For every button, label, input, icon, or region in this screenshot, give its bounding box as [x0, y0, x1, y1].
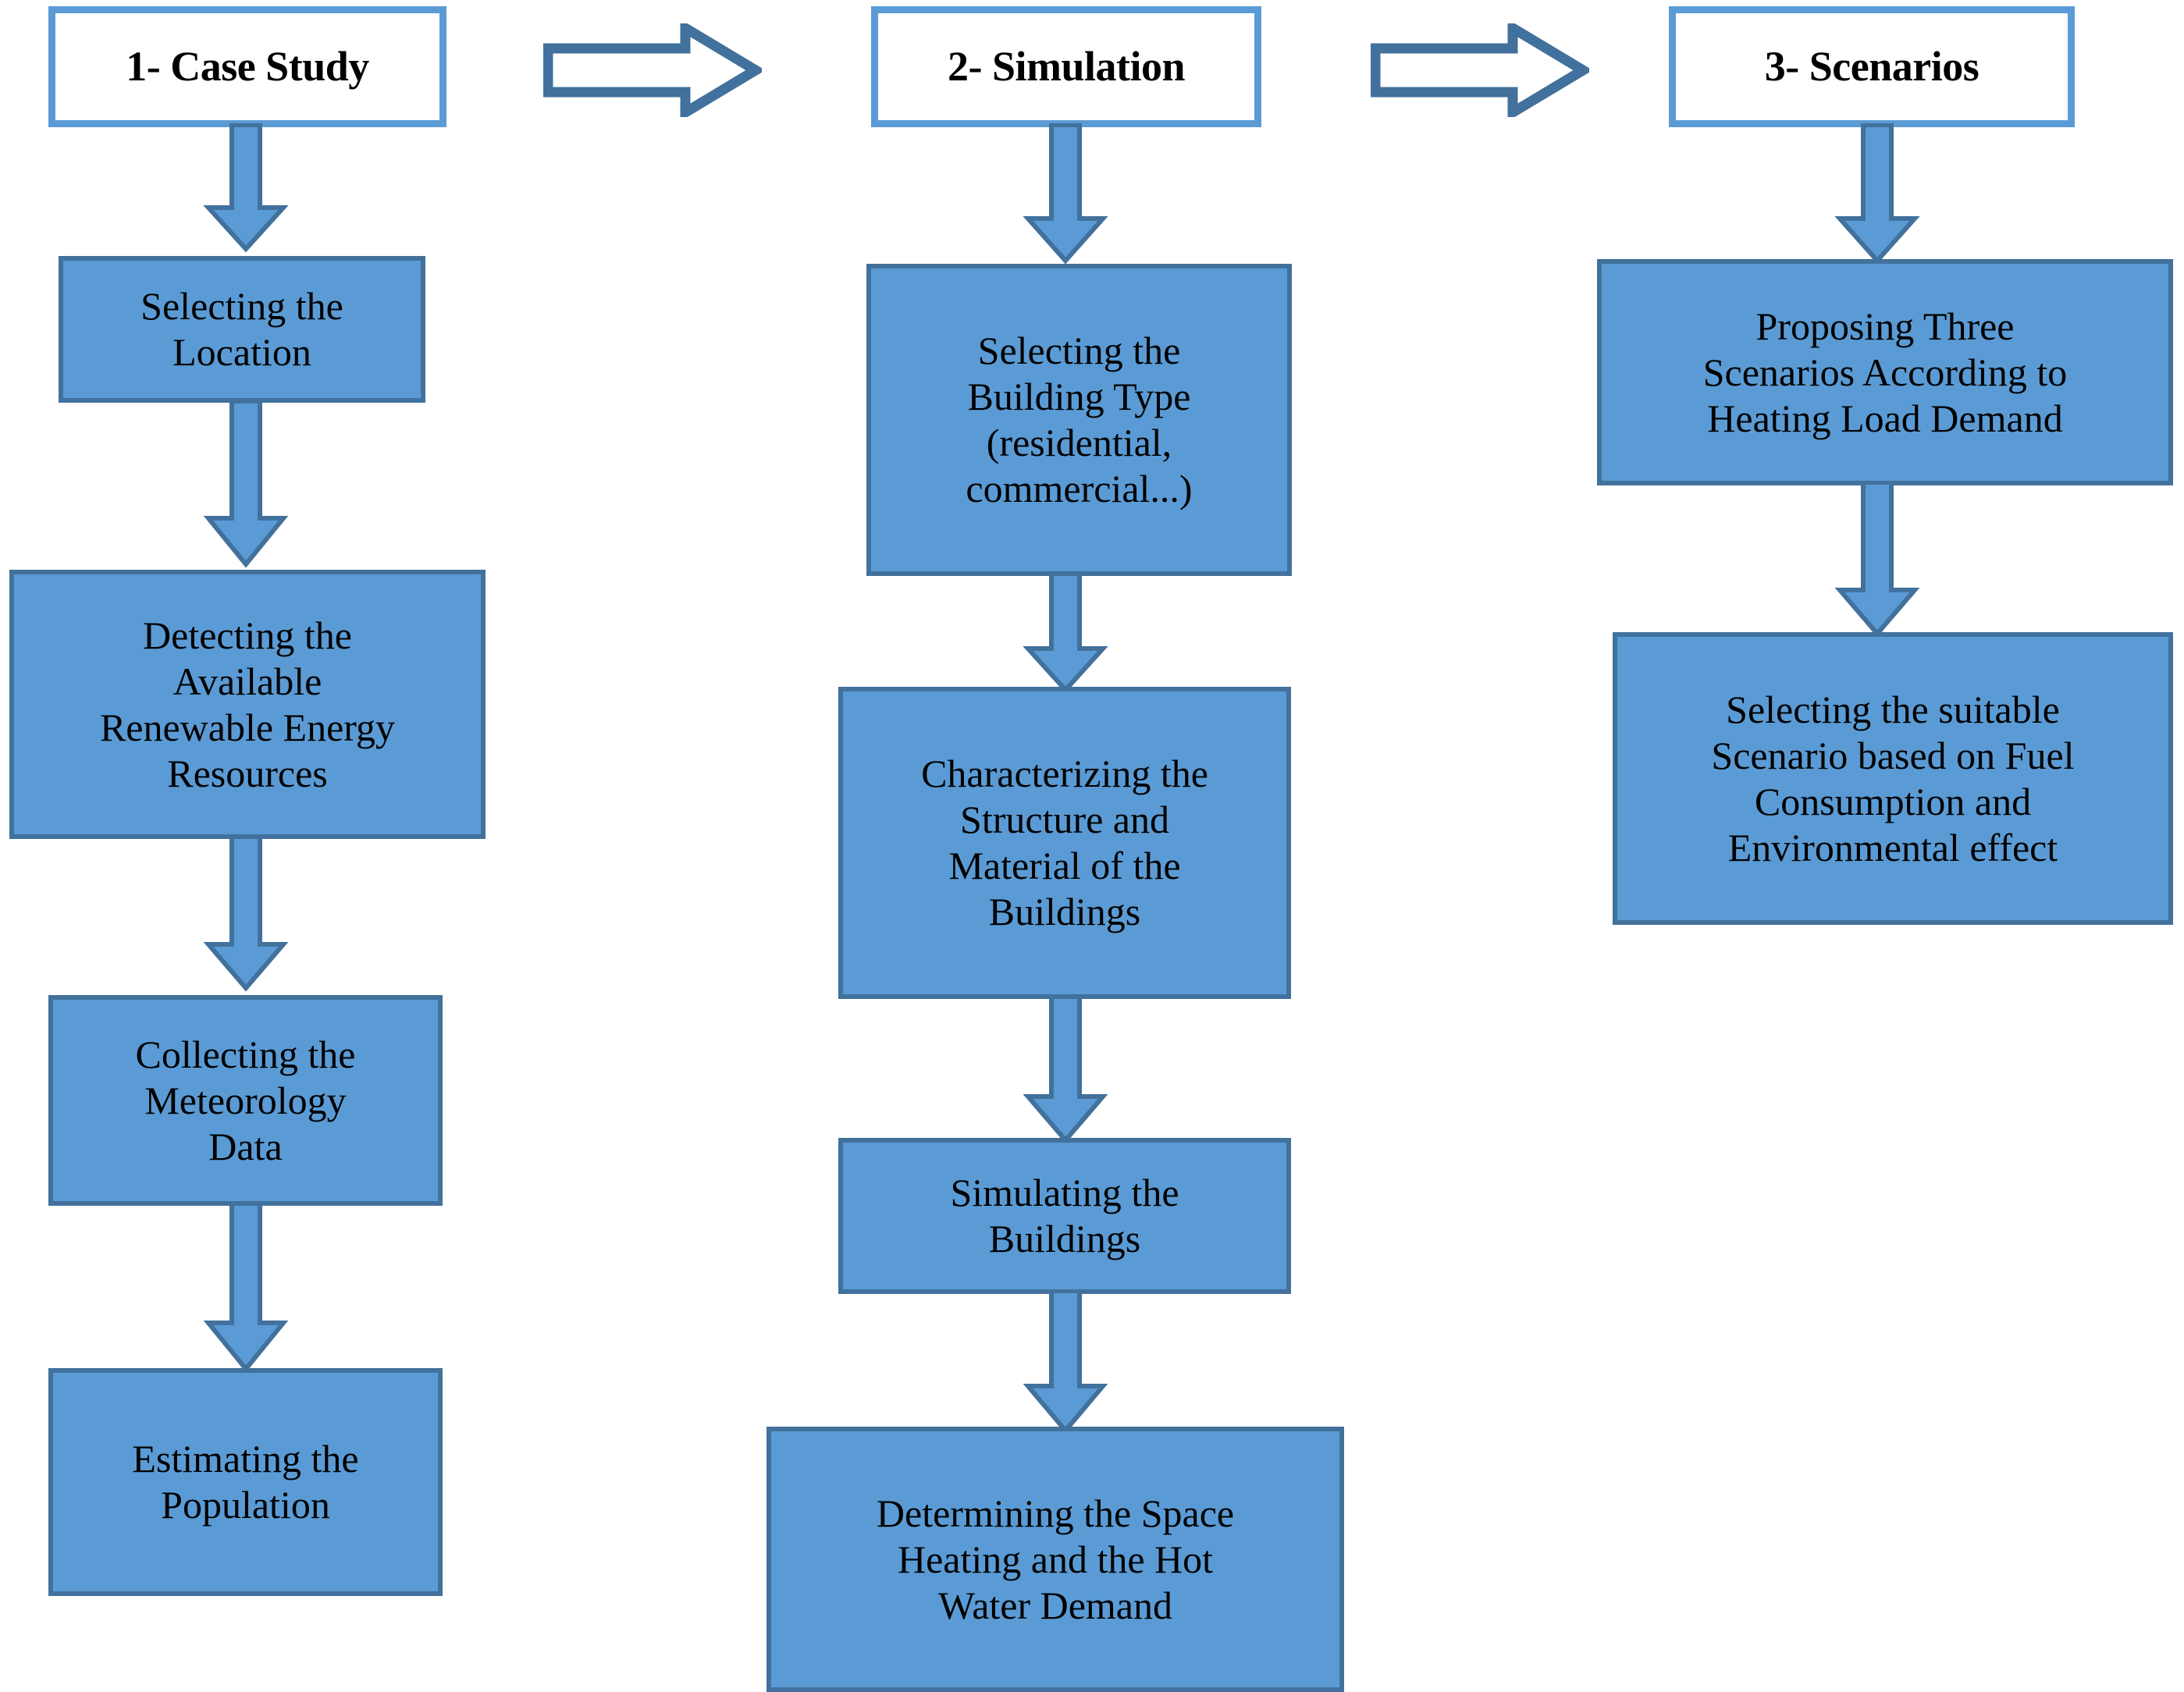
process-box-label: Detecting the Available Renewable Energy… [99, 613, 396, 795]
stage-header-case-study[interactable]: 1- Case Study [48, 6, 446, 127]
down-arrow-icon [1827, 123, 1928, 264]
stage-header-label: 3- Scenarios [1764, 43, 1979, 91]
stage-header-label: 2- Simulation [947, 43, 1186, 91]
process-box-selecting-location[interactable]: Selecting the Location [59, 256, 425, 403]
down-arrow-icon [1015, 123, 1116, 264]
process-box-label: Selecting the Location [141, 284, 343, 374]
stage-transition-arrow-1-to-2 [543, 23, 762, 117]
process-box-proposing-three-scenarios[interactable]: Proposing Three Scenarios According to H… [1597, 259, 2173, 485]
down-arrow-icon [1015, 1289, 1116, 1434]
process-box-collecting-meteorology-data[interactable]: Collecting the Meteorology Data [48, 995, 443, 1206]
process-box-label: Estimating the Population [132, 1437, 359, 1527]
stage-header-scenarios[interactable]: 3- Scenarios [1669, 6, 2075, 127]
stage-transition-arrow-2-to-3 [1371, 23, 1589, 117]
process-box-selecting-suitable-scenario[interactable]: Selecting the suitable Scenario based on… [1613, 632, 2173, 925]
down-arrow-icon [1827, 481, 1928, 637]
process-box-simulating-buildings[interactable]: Simulating the Buildings [838, 1138, 1291, 1294]
stage-header-simulation[interactable]: 2- Simulation [871, 6, 1261, 127]
process-box-label: Characterizing the Structure and Materia… [921, 752, 1208, 933]
process-box-detecting-renewable-resources[interactable]: Detecting the Available Renewable Energy… [9, 570, 486, 839]
down-arrow-icon [195, 400, 297, 567]
process-box-label: Collecting the Meteorology Data [135, 1032, 356, 1168]
process-box-estimating-population[interactable]: Estimating the Population [48, 1368, 443, 1596]
process-box-determining-space-heating-hot-water[interactable]: Determining the Space Heating and the Ho… [767, 1427, 1344, 1692]
process-box-label: Proposing Three Scenarios According to H… [1702, 304, 2068, 440]
down-arrow-icon [195, 1202, 297, 1372]
down-arrow-icon [1015, 572, 1116, 693]
process-box-label: Selecting the Building Type (residential… [966, 329, 1193, 510]
process-box-selecting-building-type[interactable]: Selecting the Building Type (residential… [866, 264, 1292, 576]
stage-header-label: 1- Case Study [126, 43, 369, 91]
process-box-label: Simulating the Buildings [950, 1171, 1179, 1260]
process-box-characterizing-structure-material[interactable]: Characterizing the Structure and Materia… [838, 687, 1291, 999]
process-box-label: Determining the Space Heating and the Ho… [876, 1491, 1235, 1627]
down-arrow-icon [195, 835, 297, 991]
down-arrow-icon [195, 123, 297, 252]
process-box-label: Selecting the suitable Scenario based on… [1711, 687, 2075, 869]
down-arrow-icon [1015, 995, 1116, 1143]
